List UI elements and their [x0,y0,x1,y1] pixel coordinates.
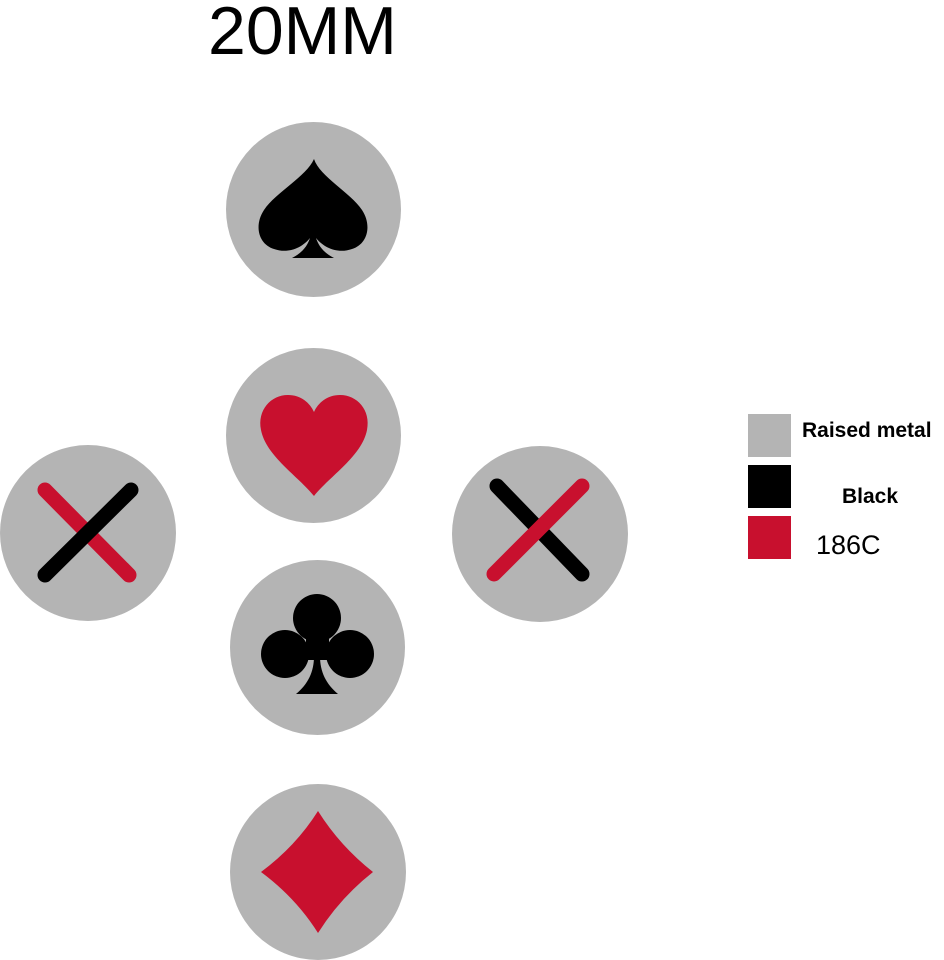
heart-icon [260,395,368,496]
spade-icon [258,159,368,258]
legend-swatch-186c [748,516,791,559]
cross-right-coin [452,446,628,622]
diamond-coin [230,784,406,960]
club-coin [230,560,405,735]
cross-front-stroke [486,478,590,582]
legend-label-raised-metal: Raised metal [802,419,932,442]
spade-coin [226,122,401,297]
diamond-icon [261,811,373,933]
cross-left-coin [0,445,176,621]
heart-shape [260,395,368,496]
cross-icon [37,482,139,583]
cross-front-stroke [37,482,139,583]
cross-icon [486,478,590,582]
legend-swatch-black [748,465,791,508]
legend-label-black: Black [842,485,899,508]
heart-coin [226,348,401,523]
legend-label-186c: 186C [816,530,881,560]
club-icon [261,594,374,694]
club-shape [261,594,374,694]
diamond-shape [261,811,373,933]
legend-swatch-raised-metal [748,414,791,457]
size-title: 20MM [208,0,397,69]
spade-shape [258,159,368,258]
